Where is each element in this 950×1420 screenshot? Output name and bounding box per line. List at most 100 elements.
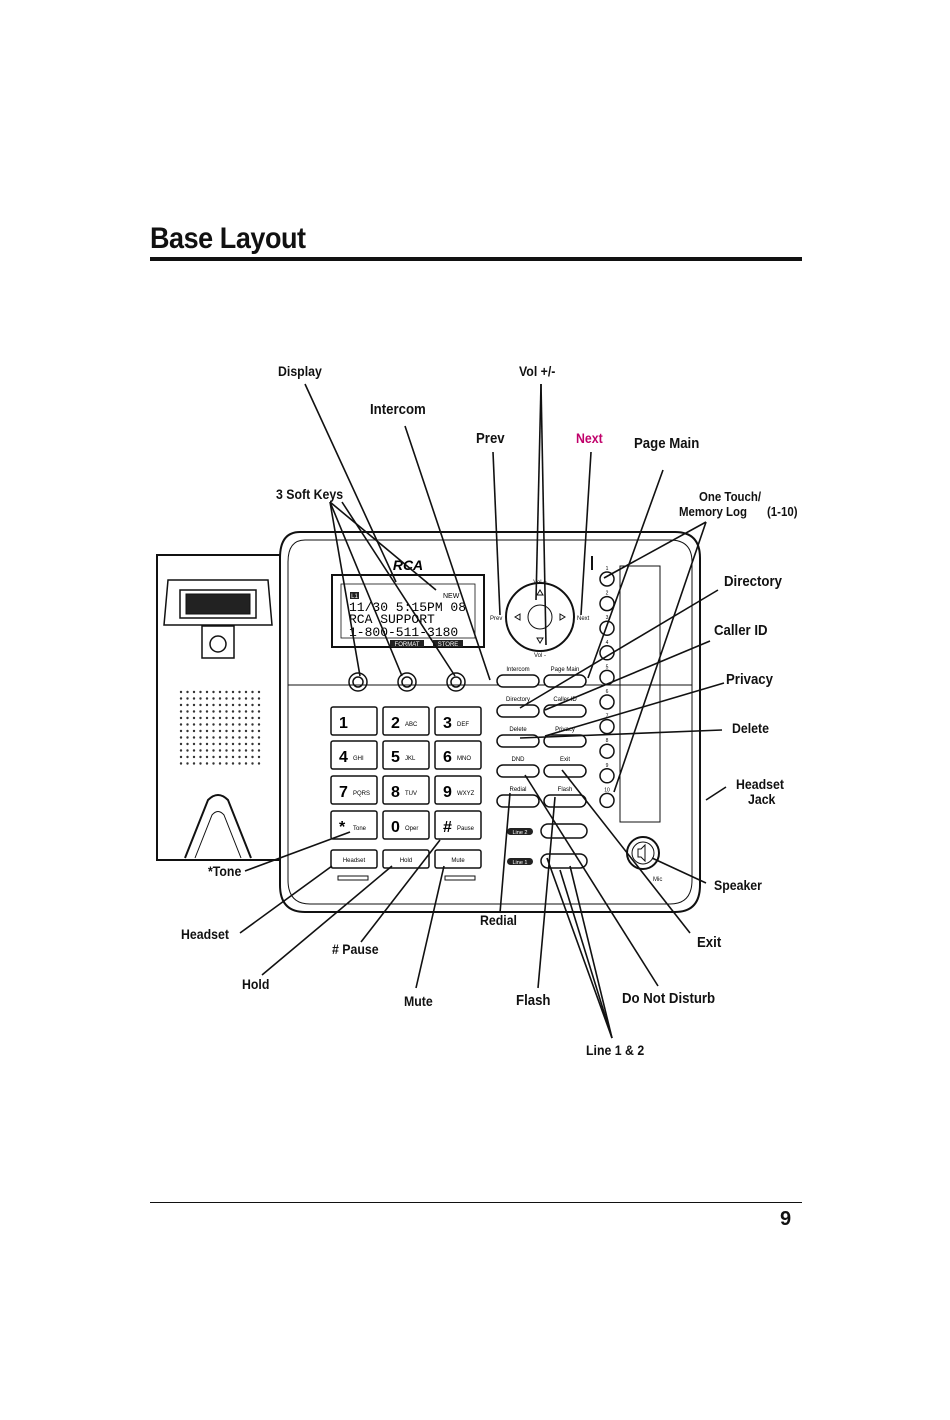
callout-speaker: Speaker — [714, 877, 762, 893]
memory-key-2[interactable]: 2 — [599, 591, 615, 612]
memory-key-label: 9 — [606, 763, 609, 769]
speaker-hole — [225, 762, 228, 765]
speaker-hole — [218, 729, 222, 733]
keypad-digit: 5 — [391, 749, 400, 766]
speaker-hole — [225, 690, 228, 694]
memory-key-7[interactable]: 7 — [599, 714, 615, 735]
speaker-hole — [205, 736, 209, 739]
speaker-hole — [199, 716, 202, 720]
keypad-digit: 8 — [391, 784, 400, 801]
speaker-hole — [225, 710, 228, 713]
speaker-hole — [205, 755, 209, 759]
speaker-hole — [199, 742, 202, 746]
speaker-hole — [186, 697, 189, 700]
speaker-hole — [218, 755, 222, 759]
speaker-hole — [251, 723, 254, 726]
callout-lines — [239, 383, 727, 1039]
speaker-hole — [212, 736, 215, 739]
func-key-9[interactable]: Redial — [496, 787, 540, 808]
speaker-hole — [257, 736, 261, 739]
func-key-1[interactable]: Intercom — [496, 667, 540, 688]
speaker-hole — [244, 742, 248, 746]
speaker-hole — [212, 723, 215, 726]
bottom-key-1[interactable]: Headset — [330, 849, 378, 869]
speaker-hole — [212, 716, 215, 720]
speaker-hole — [225, 716, 228, 720]
func-key-4[interactable]: Caller ID — [543, 697, 587, 718]
func-key-8[interactable]: Exit — [543, 757, 587, 778]
keypad-letters: ABC — [405, 722, 418, 728]
memory-key-6[interactable]: 6 — [599, 689, 615, 710]
speaker-hole — [231, 690, 235, 694]
lcd-line3: 1-800-511-3180 — [349, 625, 458, 640]
memory-key-3[interactable]: 3 — [599, 615, 615, 636]
nav-vol-down: Vol - — [534, 653, 546, 659]
speaker-hole — [231, 762, 235, 765]
speaker-hole — [186, 742, 189, 746]
func-key-3[interactable]: Directory — [496, 697, 540, 718]
func-key-10[interactable]: Flash — [543, 787, 587, 808]
keypad-digit: # — [443, 819, 452, 836]
speaker-hole — [179, 690, 183, 694]
soft-keys — [348, 672, 466, 692]
speaker-hole — [251, 690, 254, 694]
speaker-hole — [257, 716, 261, 720]
line-keys: Line 2 Line 1 — [507, 823, 588, 869]
speaker-hole — [244, 736, 248, 739]
memory-key-9[interactable]: 9 — [599, 763, 615, 784]
memory-key-1[interactable]: 1 — [599, 566, 615, 587]
line-key-2[interactable]: Line 1 — [507, 853, 588, 869]
mic-label: Mic — [653, 877, 662, 883]
speaker-hole — [199, 736, 202, 739]
speaker-hole — [218, 762, 222, 765]
speaker-hole — [205, 703, 209, 707]
keypad-key-1[interactable]: 1 — [330, 706, 378, 736]
keypad-key-12[interactable]: # Pause — [434, 810, 482, 840]
bottom-key-label: Hold — [400, 858, 412, 864]
speaker-hole — [244, 697, 248, 700]
keypad-letters: Pause — [457, 826, 475, 832]
speaker-hole — [212, 762, 215, 765]
speaker-hole — [244, 755, 248, 759]
line-key-1[interactable]: Line 2 — [507, 823, 588, 839]
keypad-digit: 6 — [443, 749, 452, 766]
speaker-hole — [212, 742, 215, 746]
speaker-hole — [179, 729, 183, 733]
lcd-soft2: STORE — [438, 642, 459, 648]
bottom-key-3[interactable]: Mute — [434, 849, 482, 869]
keypad-key-10[interactable]: *Tone — [330, 810, 378, 840]
keypad-digit: 1 — [339, 715, 348, 732]
bottom-key-2[interactable]: Hold — [382, 849, 430, 869]
speaker-hole — [251, 762, 254, 765]
speaker-hole — [205, 690, 209, 694]
speaker-hole — [218, 716, 222, 720]
callout-soft-keys: 3 Soft Keys — [276, 486, 344, 502]
speaker-hole — [179, 716, 183, 720]
func-key-7[interactable]: DND — [496, 757, 540, 778]
memory-key-8[interactable]: 8 — [599, 738, 615, 759]
speaker-hole — [192, 703, 196, 707]
speaker-hole — [192, 710, 196, 713]
speaker-hole — [192, 716, 196, 720]
func-key-2[interactable]: Page Main — [543, 667, 587, 688]
speaker-hole — [199, 703, 202, 707]
memory-key-10[interactable]: 10 — [599, 787, 615, 809]
speaker-hole — [231, 749, 235, 752]
nav-vol-up: Vol + — [533, 580, 547, 586]
memory-key-label: 5 — [606, 664, 609, 670]
speaker-hole — [205, 723, 209, 726]
speaker-hole — [257, 710, 261, 713]
speaker-hole — [238, 736, 241, 739]
speaker-hole — [231, 723, 235, 726]
